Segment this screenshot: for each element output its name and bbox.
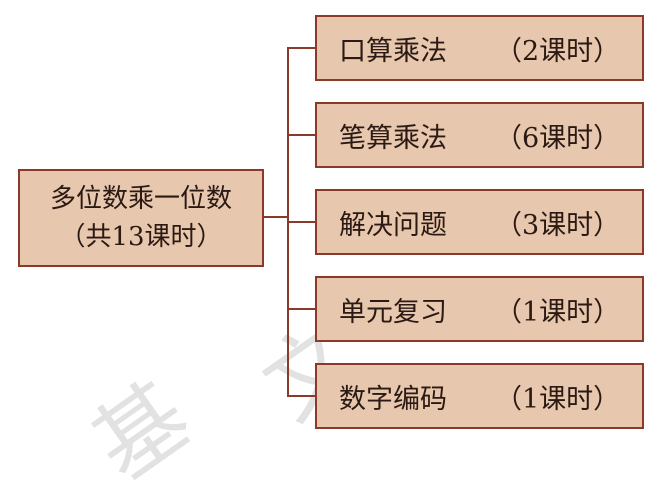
root-node: 多位数乘一位数 （共13课时） — [18, 169, 264, 267]
leaf-node-number-coding: 数字编码 （1课时） — [315, 363, 644, 429]
leaf-hours: （1课时） — [495, 296, 621, 328]
leaf-node-written-multiplication: 笔算乘法 （6课时） — [315, 102, 644, 168]
leaf-name: 单元复习 — [339, 296, 447, 328]
leaf-hours: （2课时） — [495, 35, 621, 67]
leaf-node-oral-multiplication: 口算乘法 （2课时） — [315, 15, 644, 81]
leaf-hours: （6课时） — [495, 122, 621, 154]
root-title: 多位数乘一位数 — [49, 184, 232, 214]
leaf-name: 解决问题 — [339, 209, 447, 241]
leaf-hours: （1课时） — [495, 383, 621, 415]
connector-branch-4 — [287, 395, 315, 397]
root-subtitle: （共13课时） — [59, 222, 223, 252]
connector-root-horizontal — [264, 216, 289, 218]
leaf-node-unit-review: 单元复习 （1课时） — [315, 276, 644, 342]
leaf-node-problem-solving: 解决问题 （3课时） — [315, 189, 644, 255]
leaf-name: 笔算乘法 — [339, 122, 447, 154]
connector-branch-0 — [287, 47, 315, 49]
leaf-name: 数字编码 — [339, 383, 447, 415]
leaf-name: 口算乘法 — [339, 35, 447, 67]
leaf-hours: （3课时） — [495, 209, 621, 241]
connector-branch-1 — [287, 134, 315, 136]
connector-branch-2 — [287, 221, 315, 223]
watermark-left: 基 — [74, 363, 209, 501]
connector-branch-3 — [287, 308, 315, 310]
